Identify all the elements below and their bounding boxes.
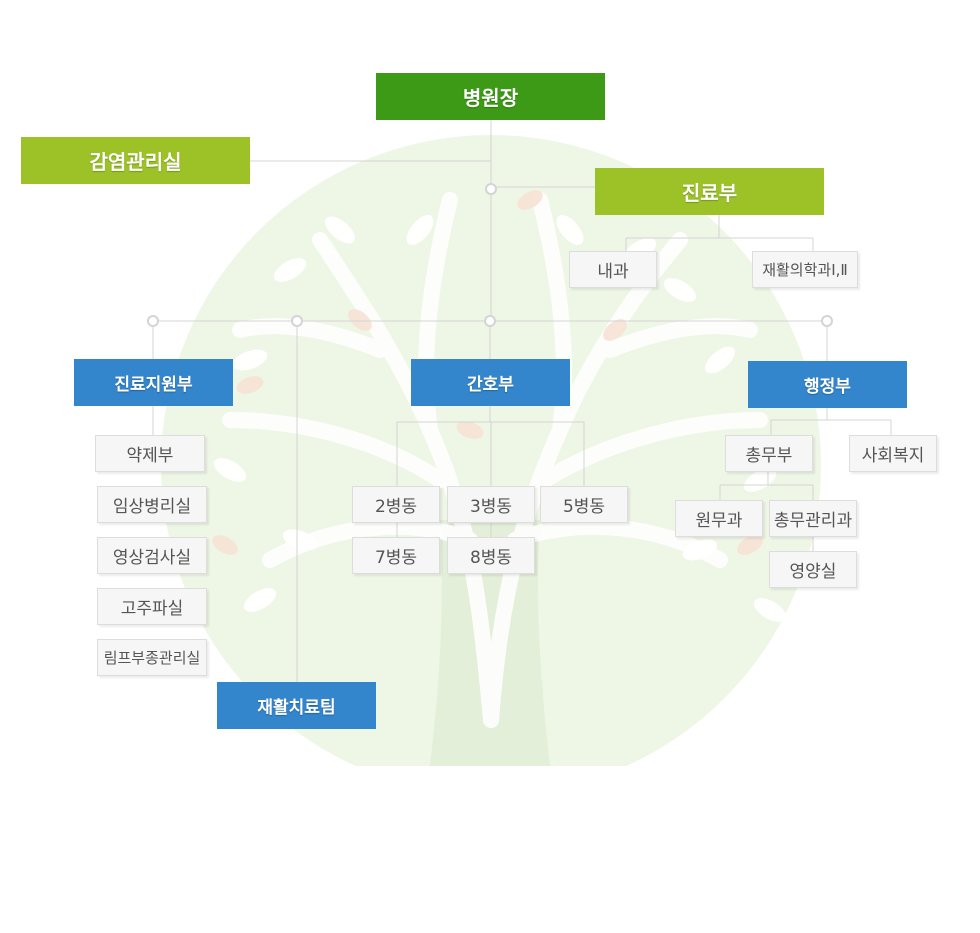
nutrition-box: 영양실: [769, 551, 857, 588]
ward-2-box: 2병동: [352, 486, 440, 523]
ward-8-box: 8병동: [447, 537, 535, 574]
ward-5-box: 5병동: [540, 486, 628, 523]
medical-support-box: 진료지원부: [74, 359, 233, 406]
radiofrequency-box: 고주파실: [97, 588, 207, 625]
patient-affairs-box: 원무과: [675, 500, 763, 537]
general-affairs-box: 총무부: [725, 435, 813, 472]
infection-control-box: 감염관리실: [21, 137, 250, 184]
rehab-medicine-box: 재활의학과Ⅰ,Ⅱ: [752, 251, 858, 288]
medical-department-box: 진료부: [595, 168, 824, 215]
rehab-team-box: 재활치료팀: [217, 682, 376, 729]
internal-medicine-box: 내과: [569, 251, 657, 288]
pharmacy-box: 약제부: [95, 435, 205, 472]
ward-7-box: 7병동: [352, 537, 440, 574]
director-box: 병원장: [376, 73, 605, 120]
administration-box: 행정부: [748, 361, 907, 408]
clinical-pathology-box: 임상병리실: [97, 486, 207, 523]
social-welfare-box: 사회복지: [849, 435, 937, 472]
ward-3-box: 3병동: [447, 486, 535, 523]
lymphedema-box: 림프부종관리실: [97, 639, 207, 676]
imaging-box: 영상검사실: [97, 537, 207, 574]
nursing-box: 간호부: [411, 359, 570, 406]
general-management-box: 총무관리과: [769, 500, 857, 537]
